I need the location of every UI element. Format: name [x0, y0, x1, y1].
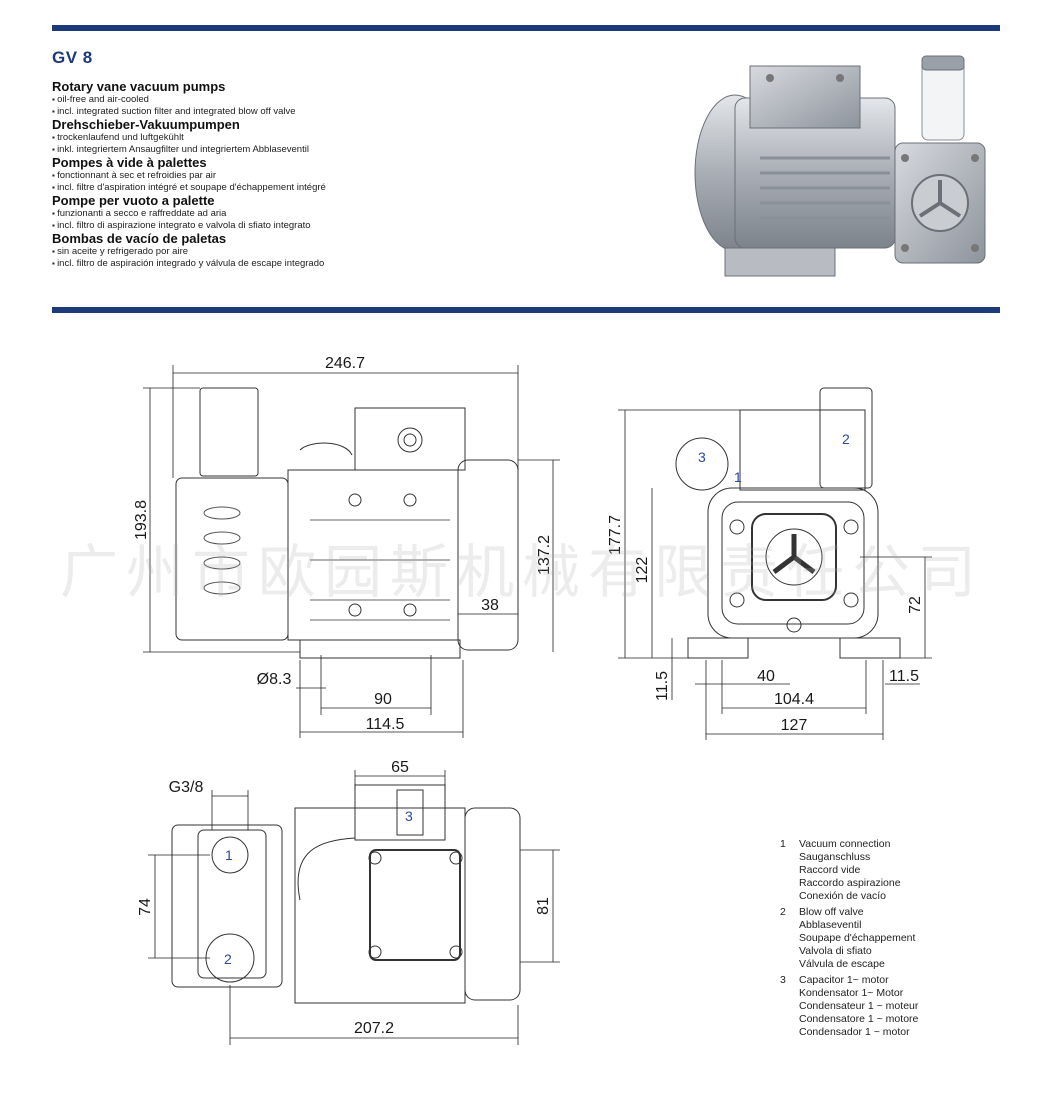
legend-number: 3 — [780, 974, 786, 986]
top-rule — [52, 25, 1000, 31]
legend-line: Condensatore 1 ~ motore — [799, 1013, 919, 1025]
dim-foot-width: 40 — [757, 668, 775, 685]
marker-2-top: 2 — [224, 951, 232, 967]
front-view — [675, 387, 901, 659]
lang-heading: Bombas de vacío de paletas — [52, 231, 227, 246]
dim-top-length: 207.2 — [354, 1020, 394, 1037]
bullet: funzionanti a secco e raffreddate ad ari… — [52, 208, 612, 220]
bullet: incl. filtre d'aspiration intégré et sou… — [52, 182, 612, 194]
marker-1-top: 1 — [225, 847, 233, 863]
dimension-drawing: 246.7 193.8 137.2 38 Ø8.3 90 114.5 177.7… — [133, 355, 932, 1045]
legend-line: Sauganschluss — [799, 851, 871, 863]
description-block: Rotary vane vacuum pumps oil-free and ai… — [52, 80, 612, 270]
legend-line: Válvula de escape — [799, 958, 885, 970]
marker-3-top: 3 — [405, 808, 413, 824]
lang-fr: Pompes à vide à palettes fonctionnant à … — [52, 156, 612, 193]
legend-number: 2 — [780, 906, 786, 918]
lang-heading: Drehschieber-Vakuumpumpen — [52, 117, 240, 132]
lang-heading: Pompes à vide à palettes — [52, 155, 207, 170]
legend-line: Kondensator 1~ Motor — [799, 987, 904, 999]
legend-line: Capacitor 1~ motor — [799, 974, 889, 986]
top-view — [171, 784, 521, 1004]
dim-box-width: 65 — [391, 759, 409, 776]
bullet: fonctionnant à sec et refroidies par air — [52, 170, 612, 182]
dim-height: 193.8 — [133, 500, 150, 540]
bullet: incl. filtro de aspiración integrado y v… — [52, 258, 612, 270]
bottom-rule — [52, 307, 1000, 313]
dim-front-height: 177.7 — [607, 515, 624, 555]
marker-2-front: 2 — [842, 431, 850, 447]
lang-heading: Rotary vane vacuum pumps — [52, 79, 226, 94]
dim-motor-height: 137.2 — [536, 535, 553, 575]
legend: 1 Vacuum connection Sauganschluss Raccor… — [780, 838, 1000, 1042]
legend-number: 1 — [780, 838, 786, 850]
watermark: 广州市欧园斯机械有限责任公司 — [60, 538, 985, 606]
legend-line: Condensateur 1 ~ moteur — [799, 1000, 919, 1012]
dim-port-thread: G3/8 — [169, 779, 204, 796]
legend-line: Vacuum connection — [799, 838, 891, 850]
dim-port-spacing: 74 — [137, 898, 154, 916]
legend-line: Raccordo aspirazione — [799, 877, 901, 889]
legend-item: 3 Capacitor 1~ motor Kondensator 1~ Moto… — [780, 974, 1000, 1039]
bullet: trockenlaufend und luftgekühlt — [52, 132, 612, 144]
legend-line: Raccord vide — [799, 864, 861, 876]
legend-line: Conexión de vacío — [799, 890, 886, 902]
legend-line: Condensador 1 ~ motor — [799, 1026, 910, 1038]
dim-foot-spacing: 90 — [374, 691, 392, 708]
product-title: GV 8 — [52, 48, 93, 67]
dim-length: 246.7 — [325, 355, 365, 372]
dim-motor-width: 81 — [535, 897, 552, 915]
dim-foot-right: 11.5 — [889, 668, 919, 685]
bullet: sin aceite y refrigerado por aire — [52, 246, 612, 258]
legend-line: Blow off valve — [799, 906, 864, 918]
bullet: inkl. integriertem Ansaugfilter und inte… — [52, 144, 612, 156]
legend-line: Valvola di sfiato — [799, 945, 872, 957]
bullet: oil-free and air-cooled — [52, 94, 612, 106]
legend-item: 1 Vacuum connection Sauganschluss Raccor… — [780, 838, 1000, 903]
dim-axis-height: 122 — [634, 557, 651, 584]
marker-3-front: 3 — [698, 449, 706, 465]
pump-product-image — [694, 55, 986, 277]
legend-line: Abblaseventil — [799, 919, 862, 931]
bullet: incl. integrated suction filter and inte… — [52, 106, 612, 118]
bullet: incl. filtro di aspirazione integrato e … — [52, 220, 612, 232]
lang-heading: Pompe per vuoto a palette — [52, 193, 215, 208]
lang-en: Rotary vane vacuum pumps oil-free and ai… — [52, 80, 612, 117]
side-view — [175, 387, 519, 659]
dim-foot-length: 114.5 — [366, 716, 405, 733]
dim-hole-spacing: 104.4 — [774, 691, 814, 708]
legend-item: 2 Blow off valve Abblaseventil Soupape d… — [780, 906, 1000, 971]
dim-hole: Ø8.3 — [257, 671, 292, 688]
dim-lower-height: 72 — [907, 596, 924, 614]
marker-1-front: 1 — [734, 469, 742, 485]
dim-motor-offset: 38 — [481, 597, 499, 614]
legend-line: Soupape d'échappement — [799, 932, 916, 944]
dim-front-width: 127 — [781, 717, 808, 734]
lang-es: Bombas de vacío de paletas sin aceite y … — [52, 232, 612, 269]
lang-de: Drehschieber-Vakuumpumpen trockenlaufend… — [52, 118, 612, 155]
dim-foot-thickness: 11.5 — [654, 671, 671, 701]
lang-it: Pompe per vuoto a palette funzionanti a … — [52, 194, 612, 231]
